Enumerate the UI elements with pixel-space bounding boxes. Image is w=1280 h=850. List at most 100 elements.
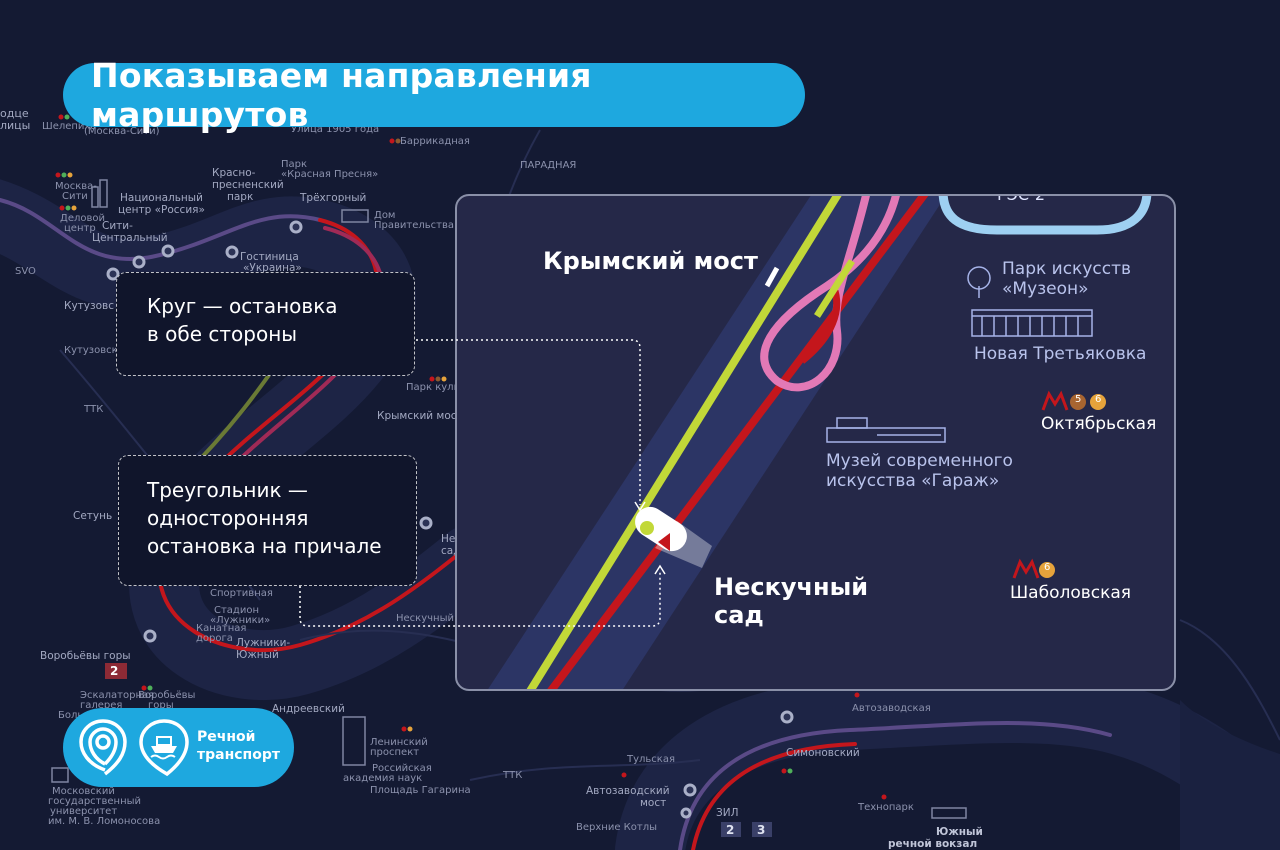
bg-label: Улица 1905 года (291, 124, 380, 135)
bg-label: Воробьёвы (138, 690, 196, 701)
bg-label: Воробьёвы горы (40, 650, 131, 662)
bg-label: Национальный (120, 192, 203, 204)
background-buildings (51, 179, 967, 819)
logo-boat-pin-icon (139, 719, 189, 777)
krymsky-pier-tick (764, 266, 780, 288)
bg-label: парк (227, 191, 254, 203)
poi-garage-line1: Музей современного (826, 451, 1013, 471)
tretyakov-building-icon (971, 309, 1093, 337)
bg-label: Лужники- (236, 637, 291, 649)
bg-label: Деловой (60, 213, 105, 224)
bg-label: речной вокзал (888, 838, 978, 850)
bg-label: Андреевский (272, 703, 345, 715)
callout-circle-stop: Круг — остановка в обе стороны (116, 272, 415, 376)
embankment-loop (938, 196, 1152, 235)
bg-label: одце (0, 107, 29, 120)
bg-label: Российская (372, 763, 432, 774)
bg-label: ПАРАДНАЯ (520, 160, 577, 171)
metro-line-number: 6 (1095, 394, 1102, 405)
background-river-area (1180, 700, 1280, 850)
bg-label: Шелепиха (42, 121, 97, 132)
bg-label: академия наук (343, 773, 423, 784)
bg-label: ТТК (84, 404, 104, 415)
garage-museum-building-icon (826, 417, 946, 443)
route-badge: 2 (726, 823, 735, 837)
pier-label-neskuchny-line2: сад (714, 601, 764, 629)
circle-stop-icon (640, 521, 654, 535)
background-stop-markers (106, 220, 794, 819)
callout-triangle-line3: остановка на причале (147, 534, 382, 558)
page-title: Показываем направления маршрутов (91, 56, 592, 134)
route-badge: 3 (757, 823, 766, 837)
bg-label: Баррикадная (400, 136, 470, 147)
bg-label: Боль (58, 710, 84, 721)
bg-label: Тульская (627, 754, 675, 765)
bg-label: Южный (236, 649, 279, 661)
metro-line-number: 5 (1075, 394, 1082, 405)
bg-label: Парк культуры (406, 382, 486, 393)
callout-triangle-line1: Треугольник — (147, 478, 308, 502)
bg-label: Гостиница (240, 251, 299, 263)
connector-circle-arrowhead (634, 501, 646, 512)
bg-label: горы (148, 700, 174, 711)
bg-label: Симоновский (786, 747, 860, 759)
bg-label: дорога (196, 633, 233, 644)
connector-triangle (299, 570, 661, 627)
connector-triangle-arrowhead (654, 564, 666, 575)
bg-label: «Лужники» (210, 615, 271, 626)
tree-icon (967, 266, 991, 298)
logo-nine-icon (79, 719, 127, 776)
poi-new-tretyakov: Новая Третьяковка (974, 344, 1147, 364)
metro-line-number: 6 (1044, 562, 1051, 573)
bg-label: (Москва-Сити) (84, 126, 160, 137)
bg-label: Нескучный сад (396, 613, 476, 624)
bg-label: Красно- (212, 167, 256, 179)
connector-circle (416, 339, 641, 505)
zoomed-map-graphic (488, 196, 1152, 689)
bg-label: Парк (281, 159, 308, 170)
metro-line-6-badge (1090, 394, 1106, 410)
bg-label: Трёхгорный (300, 192, 367, 204)
bg-label: «Красная Пресня» (281, 169, 379, 180)
bg-label: Южный (936, 826, 983, 838)
bg-label: Кутузовская (64, 345, 130, 356)
metro-logo-shabolovskaya (1012, 558, 1040, 579)
bg-label: Дом (374, 210, 396, 221)
route-badge: 2 (110, 664, 119, 678)
pier-stop-marker[interactable] (629, 501, 692, 557)
bg-label: мост (640, 797, 667, 809)
bg-label: им. М. В. Ломоносова (48, 816, 161, 827)
background-metro-dots (55, 114, 887, 800)
zoomed-map-panel: ГЭС-2 Крымский мост Нескучный сад Парк и… (455, 194, 1176, 691)
callout-circle-line2: в обе стороны (147, 322, 298, 346)
poi-garage-line2: искусства «Гараж» (826, 471, 1000, 491)
bg-label: Площадь Гагарина (370, 785, 471, 796)
river-transport-logo: Речной транспорт (63, 708, 294, 787)
title-banner: Показываем направления маршрутов (63, 56, 805, 134)
route-lime-inner (814, 259, 855, 318)
bg-label: Москва- (55, 181, 97, 192)
callout-triangle-stop: Треугольник — односторонняя остановка на… (118, 455, 417, 586)
bg-label: Автозаводский (586, 785, 670, 797)
callout-circle-line1: Круг — остановка (147, 294, 338, 318)
bg-label: Спортивная (210, 588, 273, 599)
logo-text-line2: транспорт (197, 747, 280, 763)
route-lime (526, 196, 842, 689)
bg-label: проспект (370, 747, 420, 758)
bg-label: ЗИЛ (716, 807, 739, 819)
bg-label: Канатная (196, 623, 247, 634)
logo-text-line1: Речной (197, 729, 256, 745)
triangle-stop-icon (658, 533, 670, 551)
bg-label: Технопарк (858, 802, 914, 813)
bg-label: Автозаводская (852, 703, 931, 714)
metro-line-6-badge (1039, 562, 1055, 578)
bg-label: Крымский мост (377, 410, 463, 422)
bg-label: центр (64, 223, 96, 234)
bg-label: Сити (62, 191, 88, 202)
callout-triangle-line2: односторонняя (147, 506, 309, 530)
bg-label: Ленинский (370, 737, 428, 748)
bg-label: «Украина» (243, 262, 302, 274)
bg-label: ТТК (503, 770, 523, 781)
bg-label: Стадион (214, 605, 260, 616)
